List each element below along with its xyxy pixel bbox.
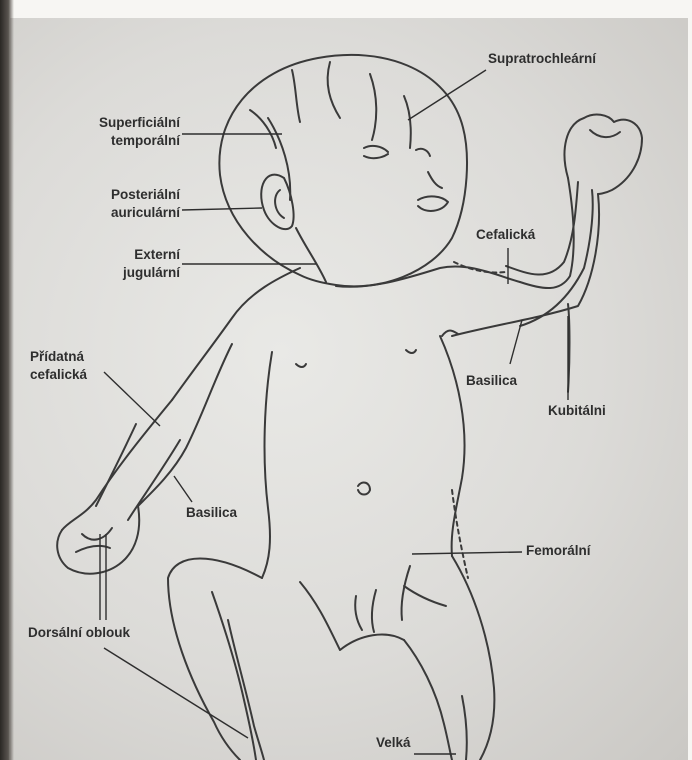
hand-left-fingers bbox=[76, 546, 110, 552]
hand-right-fingers bbox=[590, 130, 620, 137]
nose bbox=[428, 172, 442, 188]
label-superficialni: Superficiální temporální bbox=[60, 114, 180, 150]
label-externi-line2: jugulární bbox=[60, 264, 180, 282]
vein-leg-2 bbox=[355, 596, 362, 630]
label-basilica-left: Basilica bbox=[186, 504, 237, 522]
eye-right bbox=[416, 149, 430, 156]
vein-great-saphenous bbox=[228, 620, 264, 760]
leg-left-outer bbox=[168, 559, 262, 760]
label-posterialni: Posteriální auriculární bbox=[60, 186, 180, 222]
vein-acc-cephalic bbox=[96, 424, 136, 506]
vein-femoral-branch bbox=[404, 586, 446, 606]
label-pridatna-line2: cefalická bbox=[30, 366, 87, 384]
mouth bbox=[418, 196, 448, 211]
label-cefalicka: Cefalická bbox=[476, 226, 535, 244]
leg-right-inner bbox=[404, 640, 452, 760]
vein-dorsal-arch bbox=[82, 528, 112, 540]
ear-inner bbox=[275, 190, 284, 218]
leader-posterialni bbox=[182, 208, 262, 210]
label-kubitalni: Kubitálni bbox=[548, 402, 606, 420]
vein-temporal-branch bbox=[250, 110, 276, 148]
leader-dorsalni-3 bbox=[104, 648, 248, 738]
vein-basilic-r bbox=[520, 190, 593, 326]
vein-scalp-1 bbox=[292, 70, 300, 122]
nipple-left bbox=[296, 364, 306, 367]
leader-supratrochlearni bbox=[408, 70, 486, 120]
leg-left-inner bbox=[300, 582, 404, 650]
label-velka: Velká bbox=[376, 734, 411, 752]
torso-left-side bbox=[262, 352, 272, 578]
label-posterialni-line1: Posteriální bbox=[60, 186, 180, 204]
label-superficialni-line2: temporální bbox=[60, 132, 180, 150]
vein-scalp-2 bbox=[328, 62, 340, 118]
hand-right bbox=[565, 115, 642, 194]
label-basilica-right: Basilica bbox=[466, 372, 517, 390]
torso-right-outline bbox=[336, 267, 520, 287]
label-pridatna: Přídatná cefalická bbox=[30, 348, 87, 384]
vein-scalp-3 bbox=[370, 74, 376, 140]
label-dorsalni: Dorsální oblouk bbox=[28, 624, 130, 642]
label-posterialni-line2: auriculární bbox=[60, 204, 180, 222]
leader-pridatna bbox=[104, 372, 160, 426]
leader-basilica-r bbox=[510, 320, 522, 364]
vein-jugular bbox=[296, 228, 326, 282]
label-externi-line1: Externí bbox=[60, 246, 180, 264]
vein-leg-1 bbox=[372, 590, 376, 632]
ear bbox=[261, 175, 293, 230]
label-supratrochlearni: Supratrochleární bbox=[488, 50, 596, 68]
torso-right-side bbox=[440, 336, 465, 556]
dashed-torso bbox=[452, 490, 468, 578]
eye-left bbox=[364, 146, 388, 152]
label-femoralni: Femorální bbox=[526, 542, 591, 560]
head-outline bbox=[219, 55, 467, 286]
leader-basilica-l bbox=[174, 476, 192, 502]
vein-supratrochlear bbox=[404, 96, 411, 148]
eye-left-lid bbox=[364, 154, 388, 158]
vein-saphenous-r bbox=[462, 696, 467, 760]
leader-femoralni bbox=[412, 552, 522, 554]
torso-left-outline bbox=[172, 268, 300, 400]
navel bbox=[358, 483, 370, 495]
label-pridatna-line1: Přídatná bbox=[30, 348, 87, 366]
arm-right-lower bbox=[452, 194, 599, 336]
vein-femoral bbox=[401, 566, 410, 620]
vein-temporal bbox=[268, 118, 290, 200]
label-superficialni-line1: Superficiální bbox=[60, 114, 180, 132]
vein-basilica-left bbox=[128, 440, 180, 520]
leg-right-outer bbox=[452, 556, 494, 760]
leg-left-calf bbox=[212, 592, 256, 760]
label-externi: Externí jugulární bbox=[60, 246, 180, 282]
nipple-right bbox=[406, 350, 416, 353]
